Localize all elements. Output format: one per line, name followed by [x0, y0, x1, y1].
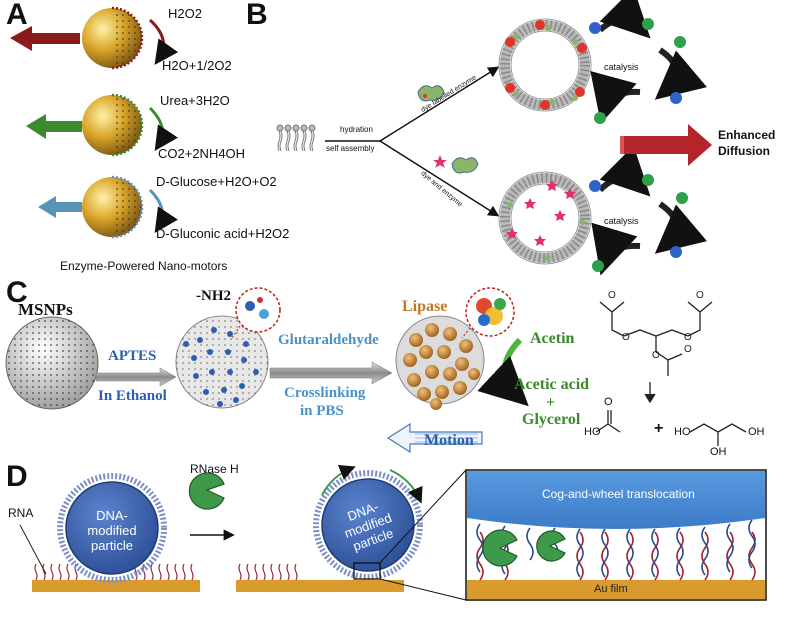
label-rna: RNA — [8, 506, 34, 520]
svg-text:O: O — [622, 332, 630, 343]
green-curve-arrow — [477, 337, 529, 407]
acetic-acid-structure — [595, 410, 621, 433]
label-catalysis-top: catalysis — [604, 62, 639, 72]
label-nh2: -NH2 — [196, 288, 231, 304]
lipase-zoom-circle — [461, 287, 515, 339]
zoom-panel — [465, 469, 767, 601]
label-in-ethanol: In Ethanol — [98, 388, 167, 404]
mol-label-oh2: OH — [748, 426, 765, 438]
mol-label-oh: OH — [710, 446, 727, 458]
vesicle-top — [498, 18, 592, 112]
particle-left-line1: DNA- — [96, 508, 128, 523]
label-rnase-h: RNase H — [190, 462, 239, 476]
panel-label-b: B — [246, 0, 268, 31]
mol-label-ho2: HO — [674, 426, 691, 438]
reaction-a1-product: H2O+1/2O2 — [162, 58, 232, 73]
label-hydration: hydration — [340, 125, 373, 134]
panel-a-caption: Enzyme-Powered Nano-motors — [60, 259, 228, 273]
label-au-film: Au film — [594, 583, 628, 595]
panel-label-d: D — [6, 460, 28, 493]
label-enhanced: Enhanced — [718, 128, 776, 142]
enzyme-icon-top — [417, 85, 445, 102]
svg-text:O: O — [608, 290, 616, 301]
motor-green — [26, 93, 178, 157]
label-catalysis-bottom: catalysis — [604, 216, 639, 226]
mol-label-ho: HO — [584, 426, 601, 438]
reaction-a2-reactant: Urea+3H2O — [160, 93, 230, 108]
svg-text:O: O — [684, 344, 692, 355]
rna-pointer-line — [19, 524, 47, 575]
enhanced-diffusion-arrow — [620, 124, 712, 166]
label-glycerol: Glycerol — [522, 411, 581, 428]
svg-text:O: O — [652, 350, 660, 361]
reaction-a3-reactant: D-Glucose+H2O+O2 — [156, 174, 277, 189]
svg-text:O: O — [684, 332, 692, 343]
assembly-arrows — [325, 66, 500, 217]
catalysis-cycle-bottom — [589, 145, 707, 276]
amine-sphere — [175, 315, 269, 409]
svg-text:O: O — [696, 290, 704, 301]
label-plus: + — [546, 394, 556, 411]
nh2-zoom-circle — [231, 287, 281, 339]
triacetin-structure: O O O O O O — [599, 290, 713, 404]
lipid-molecules — [276, 124, 316, 152]
panel-label-a: A — [6, 0, 28, 31]
aptes-arrow — [95, 367, 177, 387]
rna-strands-middle — [238, 563, 298, 581]
substrate-middle — [236, 580, 404, 592]
enzyme-icon-bottom — [451, 157, 479, 174]
mol-plus: + — [654, 420, 664, 437]
motor-red — [10, 6, 179, 70]
motor-blue — [38, 175, 178, 239]
lipase-sphere — [395, 315, 485, 410]
glutaraldehyde-arrow — [269, 361, 393, 385]
label-aptes: APTES — [108, 348, 157, 364]
label-cog-and-wheel: Cog-and-wheel translocation — [542, 487, 695, 501]
label-motion: Motion — [424, 432, 474, 449]
label-msnps: MSNPs — [18, 300, 73, 319]
particle-left-line2: modified — [87, 523, 137, 538]
glycerol-structure — [689, 423, 747, 446]
substrate-left — [32, 580, 200, 592]
reaction-a2-product: CO2+2NH4OH — [158, 146, 246, 161]
particle-left-line3: particle — [91, 538, 133, 553]
vesicle-bottom — [498, 171, 592, 265]
mol-label-o: O — [604, 396, 613, 408]
label-acetin: Acetin — [530, 330, 575, 347]
catalysis-cycle-top — [589, 0, 707, 124]
rnase-pacman-icon — [188, 472, 225, 510]
particle-left-label: DNA- modified particle — [86, 508, 138, 553]
label-crosslinking: Crosslinking — [284, 385, 366, 401]
label-glutaraldehyde: Glutaraldehyde — [278, 332, 379, 348]
motion-arrow — [386, 422, 483, 454]
label-self-assembly: self assembly — [326, 144, 375, 153]
label-acetic-acid: Acetic acid — [514, 376, 590, 393]
zoom-box — [353, 562, 381, 580]
dye-star-icon — [433, 155, 447, 168]
label-diffusion: Diffusion — [718, 144, 770, 158]
reaction-a1-reactant: H2O2 — [168, 6, 202, 21]
panel-label-c: C — [6, 276, 28, 309]
label-in-pbs: in PBS — [300, 403, 344, 419]
label-lipase: Lipase — [402, 298, 448, 315]
reaction-a3-product: D-Gluconic acid+H2O2 — [156, 226, 290, 241]
particle-middle — [313, 464, 423, 580]
particle-left — [57, 473, 167, 583]
msnp-sphere — [5, 316, 99, 410]
